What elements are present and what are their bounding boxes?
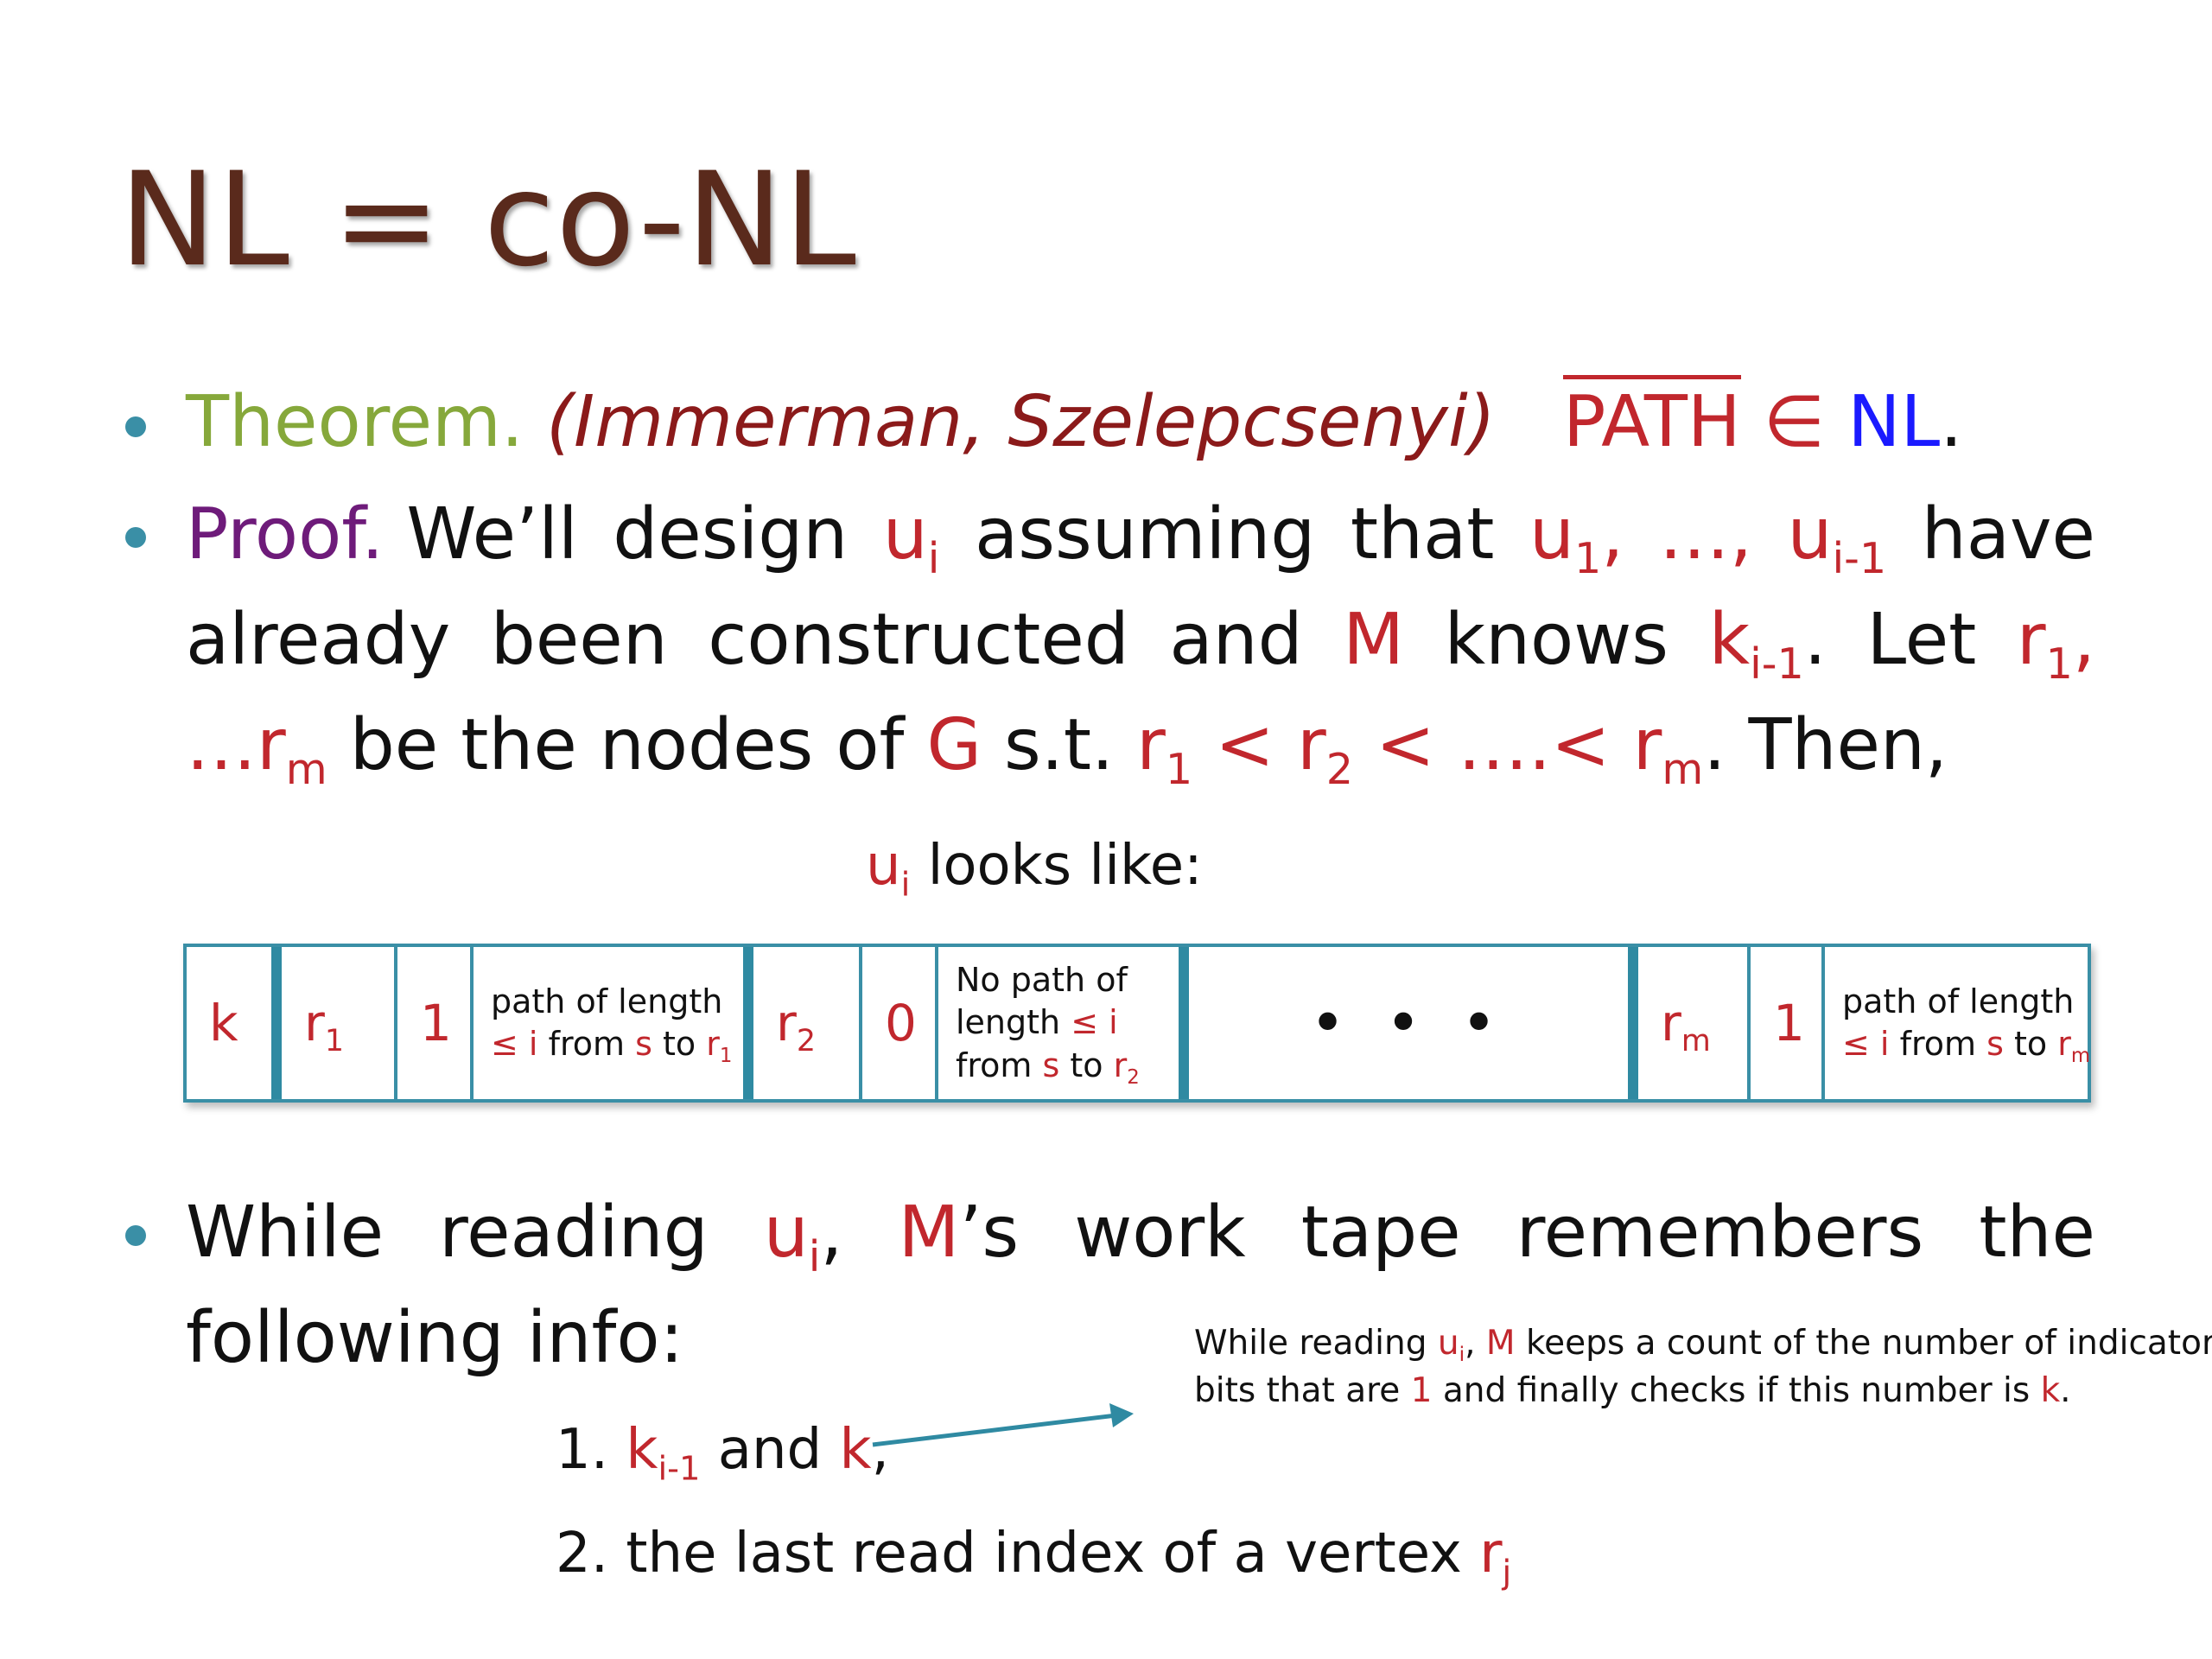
u-1: u1, [1529, 493, 1624, 584]
theorem-line: Theorem. (Immerman, Szelepcsenyi) PATH ∈… [186, 375, 1962, 463]
u-i-minus-1: ui-1 [1787, 493, 1887, 584]
proof-word: already [186, 599, 451, 681]
bullet-proof [125, 527, 146, 548]
ellipsis: …, [1658, 493, 1752, 575]
side-note: While reading ui, M keeps a count of the… [1194, 1324, 2212, 1410]
bullet-theorem [125, 416, 146, 437]
graph-g: G [926, 704, 982, 786]
proof-line-2: already been constructed and M knows ki-… [186, 599, 2095, 690]
tape-cell-indicator-1b: 1 [1751, 947, 1825, 1099]
tape-cell-ellipsis: • • • [1189, 947, 1638, 1099]
while-word: While [186, 1192, 385, 1274]
tape-cell-r2: r2 [753, 947, 862, 1099]
tape-cell-indicator-1: 1 [397, 947, 474, 1099]
u-i-while: ui, [763, 1192, 843, 1282]
element-of: ∈ [1763, 381, 1826, 463]
tape-cell-path-rm: path of length ≤ i from s to rm [1842, 982, 2091, 1067]
u-i: ui [882, 493, 940, 584]
nl-class: NL [1847, 381, 1941, 463]
proof-word: Let [1866, 599, 1977, 681]
proof-word: assuming [975, 493, 1316, 575]
while-word: the [1979, 1192, 2095, 1274]
proof-word: have [1921, 493, 2095, 575]
proof-word: design [613, 493, 849, 575]
while-word: tape [1300, 1192, 1461, 1274]
m-possessive: M’s [898, 1192, 1020, 1274]
tape-cell-rm: rm [1638, 947, 1751, 1099]
theorem-attribution: (Immerman, Szelepcsenyi) [546, 381, 1496, 463]
proof-word: constructed [708, 599, 1129, 681]
tape-cell-path-r1: path of length ≤ i from s to r1 [474, 947, 753, 1099]
k-i-minus-1: ki-1. [1708, 599, 1827, 690]
r-1: r1, [2016, 599, 2095, 690]
tape-cell-nopath-r2: No path of length ≤ i from s to r2 [938, 947, 1189, 1099]
while-line-2: following info: [186, 1297, 684, 1379]
proof-word: been [490, 599, 668, 681]
while-word: work [1074, 1192, 1246, 1274]
tape-diagram: k r1 1 path of length ≤ i from s to r1 r… [183, 944, 2091, 1103]
tape-cell-r1: r1 [282, 947, 397, 1099]
proof-word: We’ll [406, 493, 578, 575]
ui-looks-like: ui looks like: [866, 834, 1203, 905]
tape-cell-indicator-0: 0 [862, 947, 938, 1099]
proof-word: that [1350, 493, 1495, 575]
proof-word: knows [1444, 599, 1669, 681]
bullet-while [125, 1225, 146, 1246]
machine-m: M [1343, 599, 1404, 681]
tape-cell-k: k [187, 947, 282, 1099]
while-line-1: While reading ui, M’s work tape remember… [186, 1192, 2095, 1282]
while-word: remembers [1516, 1192, 1924, 1274]
theorem-label: Theorem. [186, 381, 524, 463]
list-item-2: 2. the last read index of a vertex rj [556, 1522, 1512, 1592]
list-item-1: 1. ki-1 and k, [556, 1418, 889, 1489]
path-complement: PATH [1562, 375, 1741, 463]
proof-line-3: …rm be the nodes of G s.t. r1 < r2 < ….<… [186, 704, 1948, 795]
r-m: …rm [186, 704, 327, 795]
page-title: NL = co-NL [119, 145, 857, 296]
while-word: reading [439, 1192, 709, 1274]
proof-word: and [1169, 599, 1303, 681]
theorem-period: . [1940, 381, 1963, 463]
proof-line-1: Proof. We’ll design ui assuming that u1,… [186, 493, 2095, 584]
proof-label: Proof. [186, 493, 385, 575]
